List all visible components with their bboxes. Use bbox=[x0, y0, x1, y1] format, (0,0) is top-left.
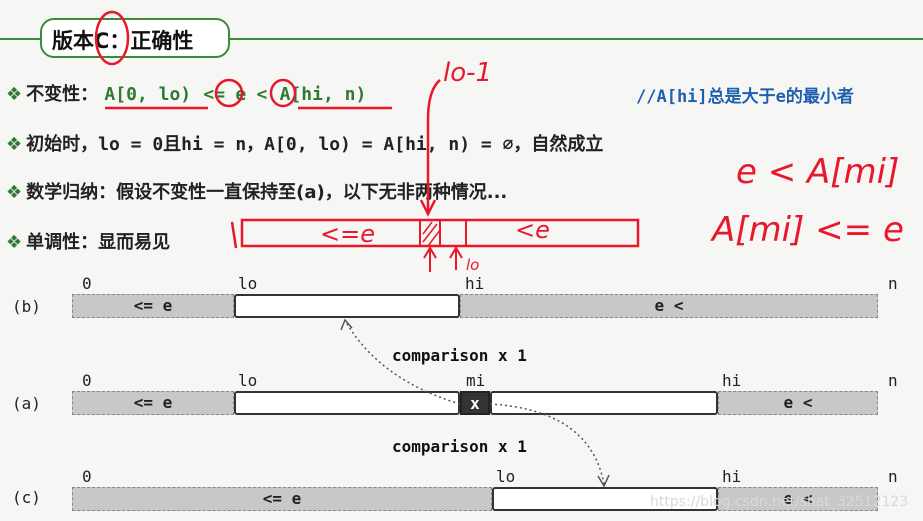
hand-lo-minus-1: lo-1 bbox=[443, 58, 493, 88]
init-expr: lo = 0且hi = n，A[0, lo) = A[hi, n) = ∅，自然… bbox=[98, 134, 604, 155]
row-c-left-segment: <= e bbox=[72, 487, 492, 511]
hand-case-2: A[mi] <= e bbox=[712, 210, 904, 250]
row-a-label: (a) bbox=[12, 394, 41, 413]
invariant-lt: < bbox=[256, 84, 268, 105]
diamond-bullet-icon: ❖ bbox=[6, 84, 23, 105]
arrow-head-icon bbox=[449, 246, 463, 259]
title-underline bbox=[0, 38, 923, 40]
arrow-mark bbox=[426, 79, 441, 212]
row-a-hi-segment bbox=[490, 391, 718, 415]
row-c-idx-n: n bbox=[888, 467, 898, 486]
bar-mark bbox=[230, 221, 238, 249]
row-a-lo-segment bbox=[234, 391, 460, 415]
dotted-arrow-to-b bbox=[345, 321, 461, 405]
row-c-idx-hi: hi bbox=[722, 467, 742, 486]
row-a-mi-cell: x bbox=[460, 391, 490, 415]
bullet-induction: ❖数学归纳：假设不变性一直保持至(a)，以下无非两种情况... bbox=[6, 178, 507, 204]
arrow-head-icon bbox=[340, 318, 353, 331]
page-title: 版本C：正确性 bbox=[52, 29, 194, 53]
row-c-idx-0: 0 bbox=[82, 467, 92, 486]
bullet-monotone: ❖单调性：显而易见 bbox=[6, 228, 170, 254]
hatch-mark bbox=[422, 223, 438, 243]
hand-bar-left: <=e bbox=[320, 220, 375, 248]
diamond-bullet-icon: ❖ bbox=[6, 232, 23, 253]
row-b-idx-0: 0 bbox=[82, 274, 92, 293]
circle-mark bbox=[94, 10, 130, 66]
row-a-idx-n: n bbox=[888, 371, 898, 390]
arrow-head-icon bbox=[419, 199, 437, 217]
row-b-idx-n: n bbox=[888, 274, 898, 293]
bar-cell-mark bbox=[419, 219, 441, 247]
row-a-idx-lo: lo bbox=[238, 371, 258, 390]
row-a-idx-0: 0 bbox=[82, 371, 92, 390]
hand-case-1: e < A[mi] bbox=[736, 152, 900, 192]
watermark: https://blog.csdn.net/shat_32512123 bbox=[650, 494, 909, 510]
monotone-text: 单调性：显而易见 bbox=[26, 232, 171, 253]
row-b-idx-lo: lo bbox=[238, 274, 258, 293]
comparison-label-1: comparison x 1 bbox=[392, 346, 527, 365]
row-b-label: (b) bbox=[12, 297, 41, 316]
row-a-idx-mi: mi bbox=[466, 371, 486, 390]
circle-mark bbox=[214, 78, 244, 108]
row-c-label: (c) bbox=[12, 488, 41, 507]
row-b-mid-segment bbox=[234, 294, 460, 318]
arrow-head-icon bbox=[423, 246, 437, 259]
induction-text: 数学归纳：假设不变性一直保持至(a)，以下无非两种情况... bbox=[26, 182, 508, 203]
invariant-le: <= bbox=[203, 84, 226, 105]
init-label: 初始时， bbox=[26, 134, 99, 155]
row-c-right-segment: e < bbox=[718, 487, 878, 511]
hand-bar-right: <e bbox=[515, 216, 550, 244]
diamond-bullet-icon: ❖ bbox=[6, 182, 23, 203]
invariant-label: 不变性： bbox=[26, 84, 99, 105]
hatch-mark bbox=[427, 229, 441, 247]
invariant-expr-b: A[hi, n) bbox=[279, 84, 367, 105]
hi-comment: //A[hi]总是大于e的最小者 bbox=[636, 87, 854, 107]
arrow-head-icon bbox=[597, 474, 610, 488]
hand-lo-small: lo bbox=[466, 256, 480, 274]
row-c-mid-segment bbox=[492, 487, 718, 511]
dotted-arrow-to-c bbox=[489, 403, 605, 485]
title-box bbox=[40, 18, 230, 58]
bullet-init: ❖初始时，lo = 0且hi = n，A[0, lo) = A[hi, n) =… bbox=[6, 130, 603, 156]
invariant-expr-a: A[0, lo) bbox=[104, 84, 192, 105]
row-a-left-segment: <= e bbox=[72, 391, 234, 415]
row-b-right-segment: e < bbox=[460, 294, 878, 318]
row-b-left-segment: <= e bbox=[72, 294, 234, 318]
diamond-bullet-icon: ❖ bbox=[6, 134, 23, 155]
circle-mark bbox=[269, 78, 297, 108]
row-c-idx-lo: lo bbox=[496, 467, 516, 486]
bullet-invariant: ❖不变性： A[0, lo) <= e < A[hi, n) bbox=[6, 80, 366, 106]
row-b-idx-hi: hi bbox=[465, 274, 485, 293]
comparison-label-2: comparison x 1 bbox=[392, 437, 527, 456]
hatch-mark bbox=[422, 221, 433, 235]
row-a-right-segment: e < bbox=[718, 391, 878, 415]
row-a-idx-hi: hi bbox=[722, 371, 742, 390]
